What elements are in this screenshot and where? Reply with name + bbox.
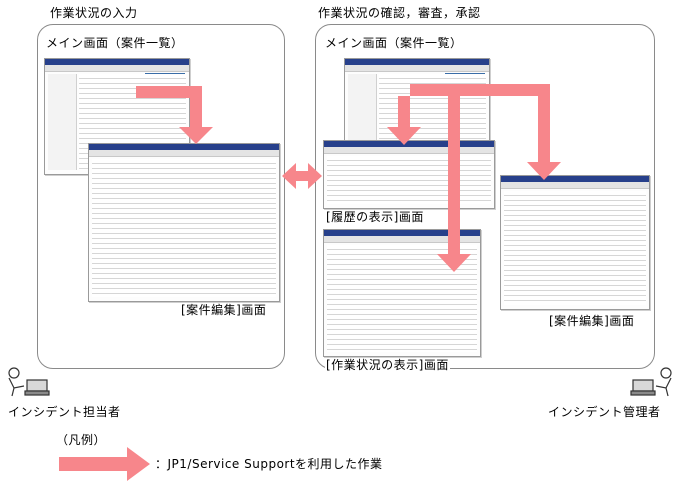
incident-staff-icon [8,367,50,397]
history-screenshot [323,140,495,209]
left-edit-screen-label: [案件編集]画面 [180,303,268,317]
left-edit-screenshot [88,143,280,302]
history-screen-label: [履歴の表示]画面 [325,210,425,224]
arrow-to-status [410,84,471,272]
right-edit-screenshot [500,175,650,310]
arrow-left-main-to-edit [136,86,213,144]
arrow-to-right-edit [440,84,561,180]
incident-manager-icon [630,367,672,397]
left-main-screen-label: メイン画面（案件一覧） [46,36,184,50]
incident-staff-label: インシデント担当者 [8,405,121,419]
arrow-to-history [387,96,421,145]
legend-arrow-icon [59,447,150,481]
right-section-title: 作業状況の確認，審査，承認 [318,6,481,20]
double-arrow-between-panels [282,163,322,189]
incident-manager-label: インシデント管理者 [548,405,661,419]
legend-title: （凡例） [56,433,107,447]
legend-description: ：JP1/Service Supportを利用した作業 [155,457,383,471]
status-screen-label: [作業状況の表示]画面 [325,358,450,372]
right-edit-screen-label: [案件編集]画面 [548,314,636,328]
right-main-screen-label: メイン画面（案件一覧） [325,36,463,50]
left-section-title: 作業状況の入力 [50,6,138,20]
